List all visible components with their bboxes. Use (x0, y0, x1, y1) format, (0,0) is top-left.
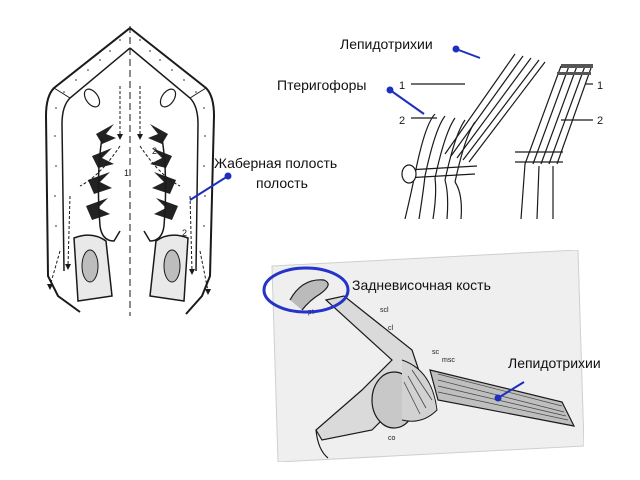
fin-skeleton-figure: 1 2 1 2 (399, 53, 603, 219)
lepidotrichia-top-pointer-line (455, 48, 481, 59)
bone-label-msc: msc (442, 357, 455, 364)
fin-right-number-1: 1 (597, 80, 603, 92)
gill-cavity-label-line1: Жаберная полость (214, 155, 338, 171)
gill-cavity-pointer-line (189, 175, 229, 201)
lepidotrichia-bottom-label: Лепидотрихии (508, 355, 601, 371)
pterygophores-label: Птеригофоры (277, 77, 367, 93)
lepidotrichia-top-pointer-dot (452, 45, 460, 53)
gill-number-1: 1 (124, 168, 129, 178)
fin-left-number-1: 1 (399, 80, 405, 92)
bone-label-scl: scl (380, 307, 389, 314)
bone-label-cl: cl (388, 325, 394, 332)
bone-label-sc: sc (432, 349, 440, 356)
fin-right-number-2: 2 (597, 115, 603, 127)
shoulder-girdle-figure: pt scl cl sc msc co (271, 250, 584, 462)
gill-number-2a: 2 (152, 146, 157, 156)
pterygophores-pointer-line (389, 89, 425, 115)
gill-cavity-figure: 1 2 2 (40, 26, 230, 316)
lepidotrichia-top-label: Лепидотрихии (340, 36, 433, 52)
gill-number-2b: 2 (182, 228, 187, 238)
lepidotrichia-bottom-pointer-line (497, 381, 525, 399)
pterygophores-pointer-dot (386, 86, 394, 94)
gill-cavity-pointer-dot (224, 172, 232, 180)
posttemporal-label: Задневисочная кость (352, 277, 491, 293)
fin-left-number-2: 2 (399, 115, 405, 127)
posttemporal-highlight-ellipse (262, 266, 350, 314)
gill-cavity-label-line2: полость (256, 175, 308, 191)
bone-label-co: co (388, 435, 396, 442)
lepidotrichia-bottom-pointer-dot (494, 394, 502, 402)
